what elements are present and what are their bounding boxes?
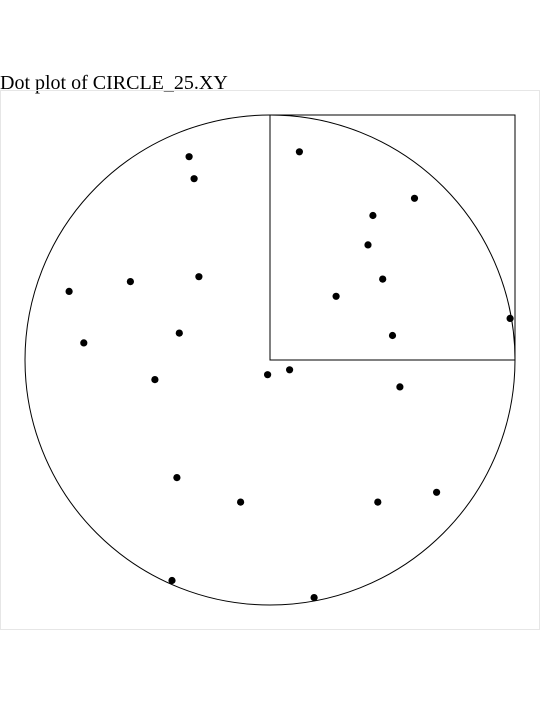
data-point <box>126 278 134 286</box>
data-point <box>374 498 382 506</box>
data-point <box>173 474 181 482</box>
data-point <box>237 498 245 506</box>
data-point <box>379 275 387 283</box>
quadrant-square <box>269 114 516 361</box>
data-point <box>364 241 372 249</box>
data-point <box>190 175 198 183</box>
data-point <box>151 376 159 384</box>
data-point <box>295 148 303 156</box>
data-point <box>396 383 404 391</box>
data-point <box>286 366 294 374</box>
data-point <box>65 287 73 295</box>
data-point <box>185 153 193 161</box>
data-point <box>332 292 340 300</box>
data-point <box>506 314 514 322</box>
data-point <box>388 331 397 340</box>
reference-shapes <box>24 114 516 606</box>
data-point <box>264 371 272 379</box>
data-point <box>80 339 88 347</box>
data-point <box>410 194 419 202</box>
data-point <box>433 488 441 496</box>
data-point <box>195 273 203 281</box>
data-point <box>168 576 176 585</box>
data-point <box>175 329 183 337</box>
data-point <box>310 594 318 602</box>
chart-title: Dot plot of CIRCLE_25.XY <box>0 72 228 94</box>
data-points <box>65 148 514 602</box>
data-point <box>369 211 377 220</box>
